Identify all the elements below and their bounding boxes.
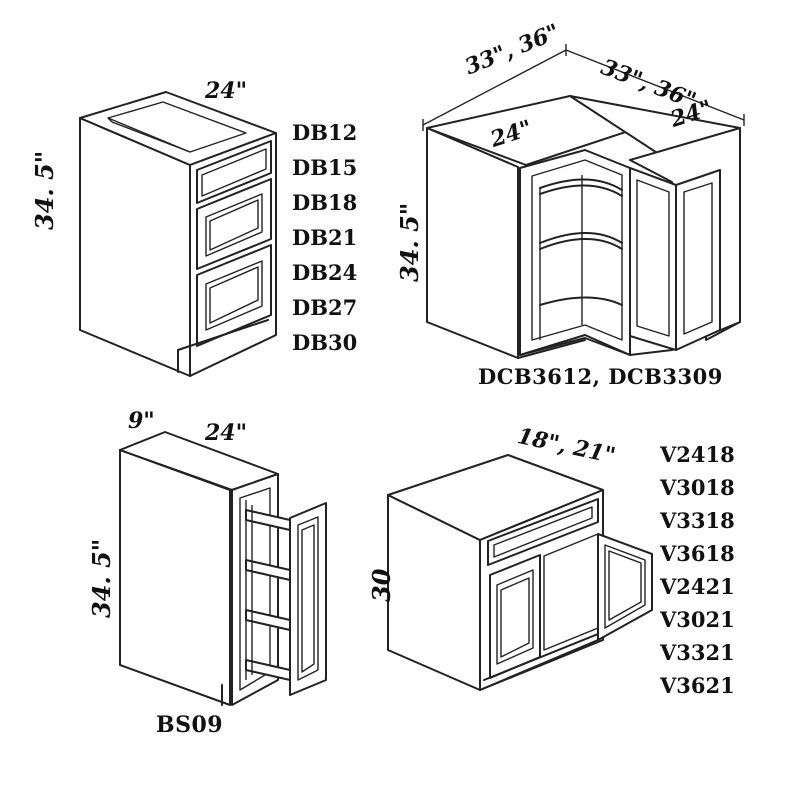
corner-door-left — [629, 167, 677, 351]
vanity-model: V2421 — [660, 574, 735, 599]
pullout-shelves — [245, 500, 291, 681]
vanity-model: V3021 — [660, 607, 735, 632]
drawer-base-width-label: 24" — [205, 78, 248, 104]
spice-model-label: BS09 — [156, 712, 224, 738]
drawer-front-1 — [196, 140, 272, 204]
drawer-base-model: DB18 — [292, 190, 358, 215]
corner-height-label: 34. 5" — [395, 202, 424, 282]
corner-model-label: DCB3612, DCB3309 — [478, 364, 723, 389]
spice-door — [289, 502, 327, 696]
lazy-susan-shelves — [539, 175, 623, 340]
drawer-base-model: DB15 — [292, 155, 358, 180]
corner-dimension-lines — [422, 44, 745, 131]
spice-width-label: 9" — [128, 408, 155, 434]
vanity-door-right — [597, 533, 653, 641]
spice-height-label: 34. 5" — [87, 538, 116, 618]
drawer-base-model: DB24 — [292, 260, 358, 285]
drawer-base-model-list: DB12 DB15 DB18 DB21 DB24 DB27 DB30 — [292, 122, 357, 353]
spice-depth-label: 24" — [205, 420, 248, 446]
vanity-model: V2418 — [660, 442, 735, 467]
drawer-base-cabinet-drawing — [79, 91, 277, 377]
drawer-base-model: DB21 — [292, 225, 358, 250]
vanity-height-label: 30 — [367, 568, 396, 602]
vanity-model: V3321 — [660, 640, 735, 665]
drawer-base-model: DB27 — [292, 295, 358, 320]
corner-door-right — [675, 169, 721, 351]
spice-base-cabinet-drawing — [119, 431, 327, 706]
drawer-base-model: DB30 — [292, 330, 358, 355]
vanity-model: V3318 — [660, 508, 735, 533]
drawer-base-height-label: 34. 5" — [30, 150, 59, 230]
vanity-model-list: V2418 V3018 V3318 V3618 V2421 V3021 V332… — [660, 444, 735, 696]
drawer-front-2 — [196, 178, 272, 270]
corner-base-cabinet-drawing — [422, 44, 745, 359]
vanity-model: V3618 — [660, 541, 735, 566]
drawer-base-model: DB12 — [292, 120, 358, 145]
vanity-model: V3018 — [660, 475, 735, 500]
vanity-cabinet-drawing — [387, 454, 653, 691]
drawer-front-3 — [196, 244, 272, 347]
vanity-model: V3621 — [660, 673, 735, 698]
